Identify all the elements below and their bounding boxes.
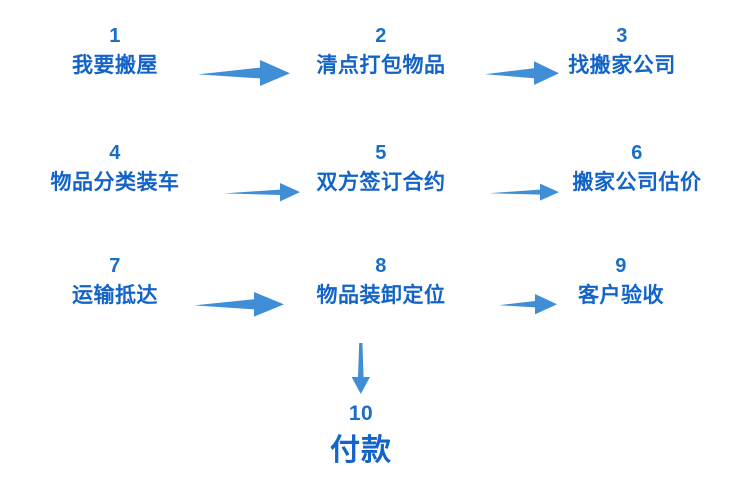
arrow-5-to-6-icon — [487, 181, 561, 203]
step-label-1: 我要搬屋 — [72, 54, 158, 77]
step-number-7: 7 — [109, 255, 121, 277]
step-node-4[interactable]: 4 物品分类装车 — [51, 143, 180, 193]
step-label-8: 物品装卸定位 — [316, 284, 446, 307]
step-number-8: 8 — [375, 255, 387, 277]
step-label-2: 清点打包物品 — [316, 54, 446, 77]
arrow-1-to-2-icon — [196, 58, 292, 88]
arrow-2-to-3-icon — [483, 59, 561, 87]
step-node-6[interactable]: 6 搬家公司估价 — [573, 143, 702, 193]
step-label-6: 搬家公司估价 — [572, 171, 702, 194]
step-number-3: 3 — [616, 25, 628, 47]
step-node-1[interactable]: 1 我要搬屋 — [72, 26, 158, 76]
arrow-8-to-9-icon — [497, 292, 559, 316]
step-number-9: 9 — [615, 255, 627, 277]
step-number-10: 10 — [348, 402, 374, 425]
arrow-4-to-5-icon — [222, 180, 302, 204]
step-label-10: 付款 — [330, 434, 392, 467]
step-node-10[interactable]: 10 付款 — [330, 403, 392, 466]
step-node-9[interactable]: 9 客户验收 — [578, 256, 664, 306]
step-label-7: 运输抵达 — [72, 284, 158, 307]
step-node-3[interactable]: 3 找搬家公司 — [568, 26, 676, 76]
step-node-2[interactable]: 2 清点打包物品 — [317, 26, 446, 76]
step-node-8[interactable]: 8 物品装卸定位 — [317, 256, 446, 306]
step-number-5: 5 — [375, 142, 387, 164]
arrow-8-to-10-icon — [346, 341, 376, 396]
step-number-6: 6 — [631, 142, 643, 164]
step-label-9: 客户验收 — [578, 284, 664, 307]
step-number-1: 1 — [109, 25, 121, 47]
step-label-5: 双方签订合约 — [316, 171, 446, 194]
step-node-5[interactable]: 5 双方签订合约 — [317, 143, 446, 193]
arrow-7-to-8-icon — [192, 290, 286, 318]
step-label-3: 找搬家公司 — [568, 54, 676, 77]
step-number-2: 2 — [375, 25, 387, 47]
step-label-4: 物品分类装车 — [50, 171, 180, 194]
step-number-4: 4 — [109, 142, 121, 164]
step-node-7[interactable]: 7 运输抵达 — [72, 256, 158, 306]
